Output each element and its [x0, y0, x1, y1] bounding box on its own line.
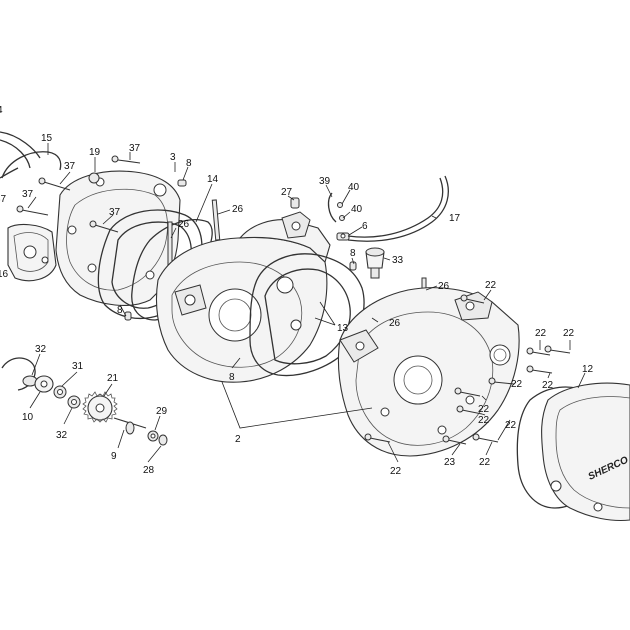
callout-13: 13 — [337, 323, 349, 334]
callout-8-right: 8 — [350, 248, 356, 259]
callout-17: 17 — [449, 213, 461, 224]
callout-8-top: 8 — [186, 158, 192, 169]
callout-labels: 4 15 19 37 3 8 37 37 37 37 14 26 27 39 4… — [0, 105, 594, 477]
callout-4: 4 — [0, 105, 3, 116]
hose-17-inner — [347, 177, 444, 238]
callout-22-f: 22 — [478, 404, 490, 415]
callout-6: 6 — [362, 221, 368, 232]
callout-32-a: 32 — [35, 344, 47, 355]
callout-22-g: 22 — [478, 415, 490, 426]
callout-33: 33 — [392, 255, 404, 266]
bolts-22 — [364, 294, 571, 445]
crankcase-left-half — [155, 236, 328, 383]
water-pump-assembly — [1, 357, 168, 446]
crankcase-top-section — [238, 211, 331, 264]
plug-33 — [365, 247, 385, 279]
callout-3: 3 — [170, 152, 176, 163]
callout-39: 39 — [319, 176, 331, 187]
callout-27: 27 — [281, 187, 293, 198]
callout-26-b: 26 — [178, 219, 190, 230]
clip-39-40 — [327, 192, 345, 223]
callout-37-b: 37 — [64, 161, 76, 172]
callout-37-c: 37 — [22, 189, 34, 200]
callout-22-e: 22 — [511, 379, 523, 390]
dowel-8-right — [349, 261, 357, 271]
callout-8-mid: 8 — [229, 372, 235, 383]
callout-26-c: 26 — [389, 318, 401, 329]
right-clutch-cover: SHERCO — [541, 382, 630, 522]
part-27 — [290, 197, 300, 209]
callout-22-j: 22 — [390, 466, 402, 477]
callout-22-i: 22 — [479, 457, 491, 468]
callout-10: 10 — [22, 412, 34, 423]
callout-23: 23 — [444, 457, 456, 468]
callout-15: 15 — [41, 133, 53, 144]
callout-12: 12 — [582, 364, 594, 375]
nut-28 — [158, 434, 168, 446]
callout-26-a: 26 — [232, 204, 244, 215]
callout-2: 2 — [235, 434, 241, 445]
callout-16: 16 — [0, 269, 9, 280]
crankcase-right-half — [337, 287, 520, 457]
callout-40-b: 40 — [351, 204, 363, 215]
dowel-8-top — [177, 179, 187, 187]
callout-32-b: 32 — [56, 430, 68, 441]
callout-8-left: 8 — [117, 305, 123, 316]
callout-31: 31 — [72, 361, 84, 372]
callout-19: 19 — [89, 147, 101, 158]
callout-37-a: 37 — [129, 143, 141, 154]
callout-37-d: 37 — [0, 194, 7, 205]
left-small-cover-16 — [7, 223, 57, 282]
callout-21: 21 — [107, 373, 119, 384]
callout-26-d: 26 — [438, 281, 450, 292]
callout-22-c: 22 — [563, 328, 575, 339]
hose-17 — [347, 175, 449, 242]
callout-37-e: 37 — [109, 207, 121, 218]
bolts-37 — [16, 155, 141, 233]
leader-lines — [27, 143, 586, 463]
callout-22-h: 22 — [505, 420, 517, 431]
callout-22-b: 22 — [535, 328, 547, 339]
callout-28: 28 — [143, 465, 155, 476]
callout-40-a: 40 — [348, 182, 360, 193]
dowel-8-left — [124, 311, 132, 321]
callout-14: 14 — [207, 174, 219, 185]
washer-19 — [88, 172, 100, 184]
callout-9: 9 — [111, 451, 117, 462]
left-cover-gasket — [0, 131, 41, 179]
fitting-6 — [336, 232, 350, 241]
gasket-13-inner — [264, 268, 351, 365]
callout-22-a: 22 — [485, 280, 497, 291]
left-engine-cover — [55, 170, 181, 306]
gasket-15 — [1, 151, 62, 179]
callout-22-d: 22 — [542, 380, 554, 391]
callout-29: 29 — [156, 406, 168, 417]
shaft-9 — [125, 421, 135, 435]
